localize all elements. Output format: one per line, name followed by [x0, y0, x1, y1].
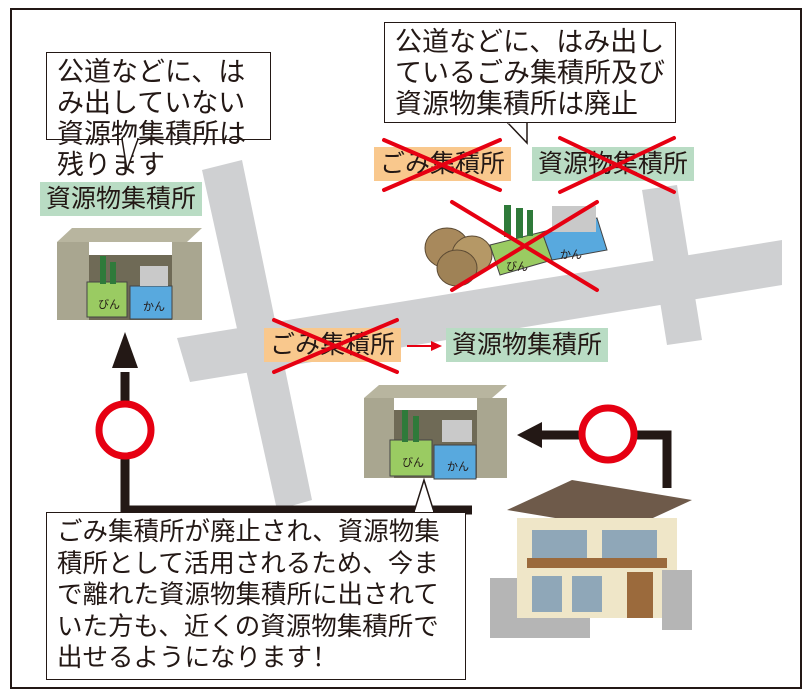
ok-circle-right [578, 404, 638, 464]
left-can-bin-label: かん [143, 300, 165, 313]
left-collection-box: びん かん [57, 228, 202, 320]
center-can-bin-label: かん [447, 460, 469, 473]
bubble-bottom: ごみ集積所が廃止され、資源物集積所として活用されるため、今まで離れた資源物集積所… [46, 512, 466, 680]
house [490, 480, 692, 638]
change-arrow-head [431, 341, 442, 351]
bubble-top-left-text: 公道などに、はみ出していない資源物集積所は残ります [57, 57, 246, 181]
bubble-top-left: 公道などに、はみ出していない資源物集積所は残ります [46, 52, 271, 181]
road-left-diagonal [202, 160, 312, 510]
label-top-garbage: ごみ集積所 [374, 147, 512, 181]
top-can-bin-label: かん [560, 248, 582, 261]
label-mid-resource: 資源物集積所 [446, 328, 609, 362]
center-bottle-bin-label: びん [402, 456, 424, 469]
road-right-diagonal [642, 185, 702, 345]
bubble-bottom-text: ごみ集積所が廃止され、資源物集積所として活用されるため、今まで離れた資源物集積所… [57, 517, 440, 673]
center-collection-box: びん かん [364, 385, 507, 480]
diagram-frame: びん かん びん かん びん かん [10, 8, 802, 689]
bubble-top-right: 公道などに、はみ出しているごみ集積所及び資源物集積所は廃止 [384, 22, 676, 123]
arrow-head-left [517, 422, 542, 448]
bubble-top-right-text: 公道などに、はみ出しているごみ集積所及び資源物集積所は廃止 [395, 27, 665, 120]
arrow-head-up [112, 332, 138, 368]
left-bottle-bin-label: びん [98, 298, 120, 311]
label-mid-garbage: ごみ集積所 [264, 328, 402, 362]
label-top-resource: 資源物集積所 [532, 147, 695, 181]
top-bottle-bin-label: びん [506, 260, 528, 273]
label-left-resource: 資源物集積所 [40, 182, 203, 216]
ok-circle-left [95, 400, 155, 460]
